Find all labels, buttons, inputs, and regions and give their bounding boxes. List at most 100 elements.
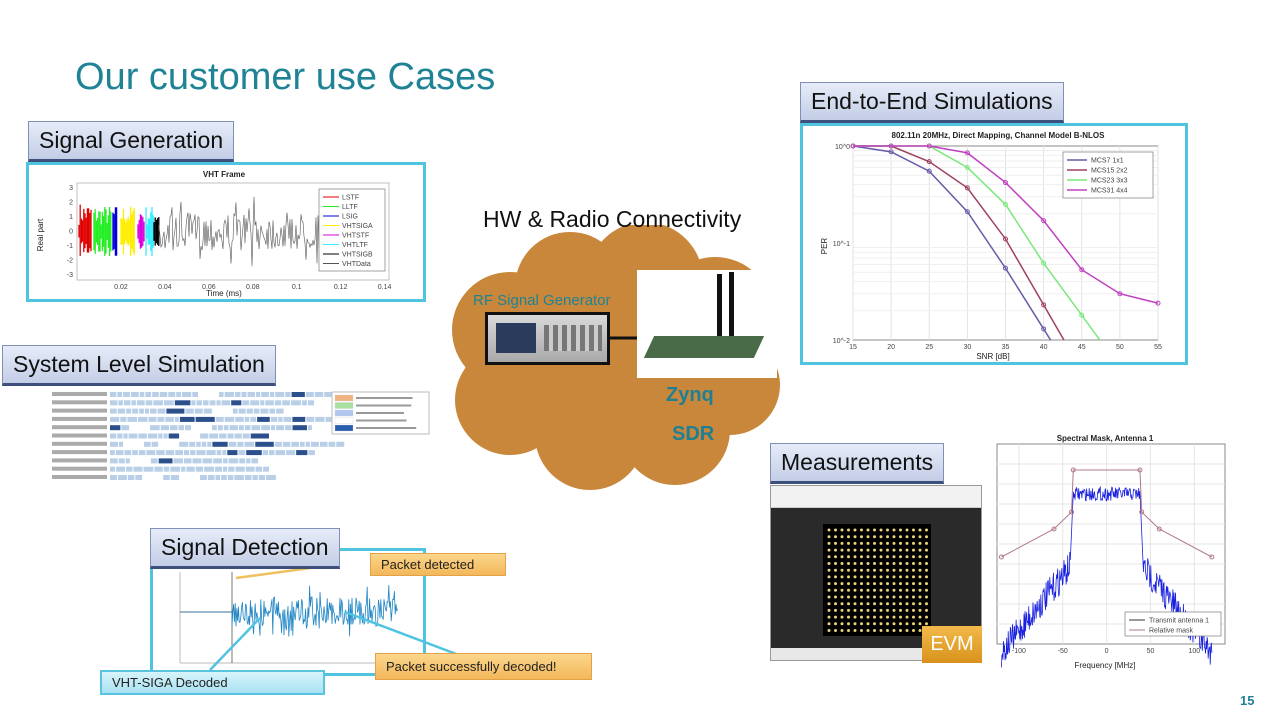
constellation-point <box>905 535 909 539</box>
timeline-block <box>235 466 245 472</box>
x-tick-label: 100 <box>1188 648 1200 655</box>
timeline-block <box>115 450 124 456</box>
constellation-point <box>860 575 863 579</box>
row-label <box>52 425 107 430</box>
timeline-block <box>132 408 139 414</box>
per-vs-snr-plot: 802.11n 20MHz, Direct Mapping, Channel M… <box>820 131 1162 361</box>
timeline-block <box>244 416 250 422</box>
constellation-point <box>853 562 857 565</box>
system-level-label: System Level Simulation <box>2 345 276 386</box>
legend-entry: MCS7 1x1 <box>1091 158 1124 165</box>
constellation-point <box>866 622 870 626</box>
x-tick-label: 0.04 <box>158 284 172 291</box>
constellation-point <box>899 595 902 599</box>
timeline-block <box>123 400 131 406</box>
y-tick-label: 0 <box>69 229 73 236</box>
timeline-block <box>110 425 121 431</box>
constellation-point <box>912 528 915 532</box>
constellation-point <box>879 568 883 572</box>
constellation-point <box>873 588 876 592</box>
constellation-point <box>912 615 915 619</box>
constellation-point <box>834 528 837 532</box>
constellation-point <box>899 568 902 572</box>
timeline-block <box>261 425 271 431</box>
constellation-point <box>827 575 831 579</box>
x-tick-label: 50 <box>1147 648 1155 655</box>
timeline-block <box>235 392 241 397</box>
constellation-point <box>918 595 922 599</box>
constellation-point <box>905 575 909 579</box>
data-point <box>850 143 856 149</box>
constellation-point <box>847 528 850 532</box>
legend-entry: LLTF <box>342 204 358 211</box>
constellation-point <box>827 615 831 619</box>
timeline-block <box>324 392 332 397</box>
constellation-point <box>840 582 844 586</box>
constellation-point <box>905 595 909 599</box>
constellation-point <box>847 568 850 572</box>
constellation-point <box>892 602 896 606</box>
constellation-point <box>879 575 883 579</box>
legend-entry: LSIG <box>342 214 358 221</box>
legend-entry: VHTLTF <box>342 242 368 249</box>
constellation-point <box>925 582 928 586</box>
timeline-block <box>192 458 202 464</box>
constellation-point <box>827 595 831 599</box>
constellation-point <box>912 595 915 599</box>
constellation-point <box>847 608 850 612</box>
constellation-point <box>912 582 915 586</box>
constellation-point <box>840 588 844 592</box>
measurements-label: Measurements <box>770 443 945 484</box>
constellation-point <box>905 582 909 586</box>
constellation-point <box>860 629 863 632</box>
timeline-block <box>285 392 291 397</box>
timeline-block <box>244 441 255 447</box>
constellation-point <box>899 582 902 586</box>
siga-decoded-arrow <box>209 617 261 671</box>
timeline-block <box>224 392 235 397</box>
constellation-point <box>866 629 870 632</box>
constellation-point <box>827 629 831 632</box>
constellation-point <box>827 568 831 572</box>
timeline-block <box>207 475 215 480</box>
timeline-block <box>146 450 156 456</box>
row-label <box>52 416 107 421</box>
constellation-point <box>853 541 857 545</box>
legend-entry: VHTSIGB <box>342 252 373 259</box>
data-point <box>888 149 894 155</box>
constellation-point <box>925 622 928 626</box>
constellation-point <box>892 622 896 626</box>
constellation-point <box>860 602 863 606</box>
timeline-block <box>139 408 144 414</box>
timeline-block <box>110 400 118 406</box>
timeline-block <box>232 408 238 414</box>
data-point <box>1003 236 1008 242</box>
constellation-point <box>853 548 857 552</box>
constellation-point <box>918 555 922 559</box>
constellation-point <box>905 555 909 559</box>
y-tick-label: -3 <box>67 272 73 279</box>
timeline-block <box>163 466 170 472</box>
timeline-block <box>209 400 216 406</box>
constellation-point <box>827 541 831 545</box>
timeline-block <box>227 475 234 480</box>
timeline-block <box>234 433 242 439</box>
constellation-point <box>899 588 902 592</box>
y-tick-label: 10^-2 <box>833 338 850 345</box>
constellation-point <box>886 575 889 579</box>
timeline-block <box>170 475 180 480</box>
row-label <box>52 450 107 455</box>
packet-detected-callout: Packet detected <box>370 553 506 576</box>
transmit-spectrum-line <box>1000 485 1213 668</box>
timeline-block <box>150 425 160 431</box>
timeline-block <box>126 466 133 472</box>
constellation-point <box>866 528 870 532</box>
timeline-block <box>184 450 190 456</box>
constellation-point <box>925 541 928 545</box>
timeline-block <box>301 400 307 406</box>
constellation-point <box>834 602 837 606</box>
slide-title: Our customer use Cases <box>75 56 496 98</box>
data-point <box>1003 201 1008 207</box>
constellation-point <box>918 575 922 579</box>
constellation-point <box>873 575 876 579</box>
